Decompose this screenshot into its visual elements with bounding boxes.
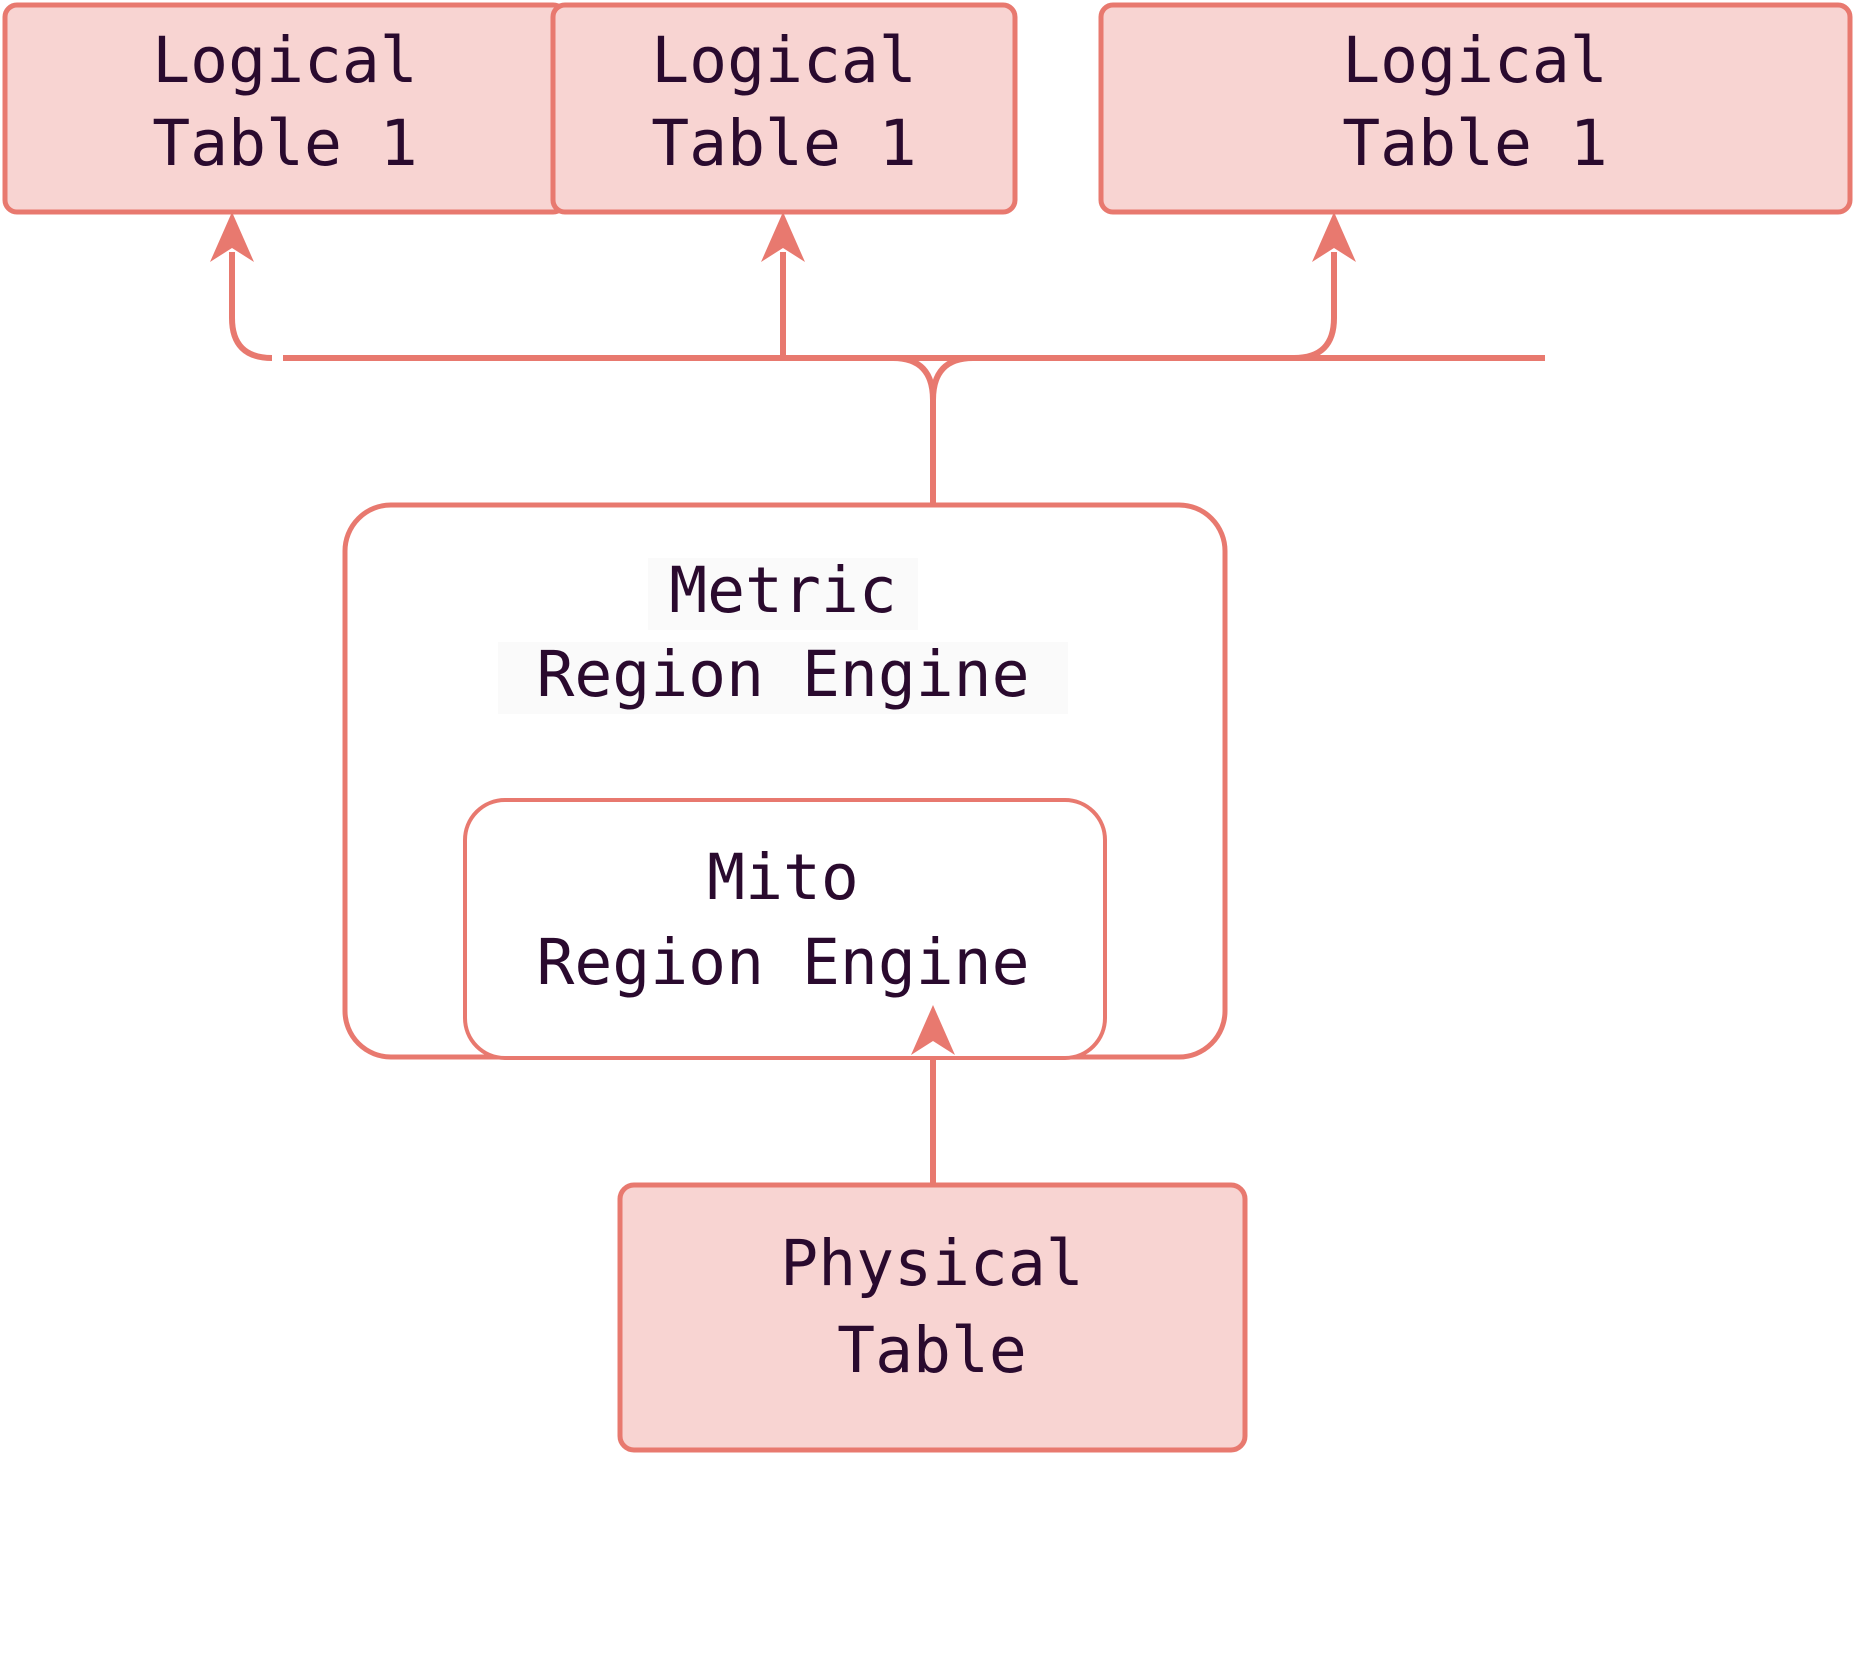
logical-table-2-box[interactable] (550, 2, 1018, 215)
physical-table-label-line1: Physical (780, 1227, 1083, 1300)
physical-table-label-line2: Table (837, 1314, 1027, 1387)
metric-label-backdrop-line1 (648, 558, 918, 630)
logical-table-1-label-line2: Table 1 (152, 107, 418, 180)
arrow-head-logical-2 (761, 212, 805, 262)
metric-label-backdrop-line2 (498, 642, 1068, 714)
mito-region-engine-label-line1: Mito (707, 841, 859, 914)
logical-table-1-label-line1: Logical (152, 24, 418, 97)
logical-table-3-label-line2: Table 1 (1342, 107, 1608, 180)
logical-table-3-label-line1: Logical (1342, 24, 1608, 97)
arrow-head-mito-overlay (911, 1005, 955, 1055)
mito-region-engine-label-line2: Region Engine (536, 926, 1029, 999)
mito-region-engine-container[interactable] (463, 798, 1107, 1060)
logical-table-2-label-line1: Logical (651, 24, 917, 97)
connector-riser-left (229, 252, 273, 361)
connector-riser-right (1293, 252, 1337, 361)
arrow-head-logical-1 (210, 212, 254, 262)
arrow-head-logical-3 (1312, 212, 1356, 262)
metric-region-engine-label-line2: Region Engine (536, 638, 1029, 711)
logical-table-3-box[interactable] (1098, 2, 1853, 215)
physical-table-box[interactable] (617, 1182, 1248, 1453)
logical-table-2-label-line2: Table 1 (651, 107, 917, 180)
connector-trunk-right-curve (930, 355, 974, 505)
connector-trunk-left-curve (892, 355, 936, 505)
metric-region-engine-label-line1: Metric (669, 554, 897, 627)
